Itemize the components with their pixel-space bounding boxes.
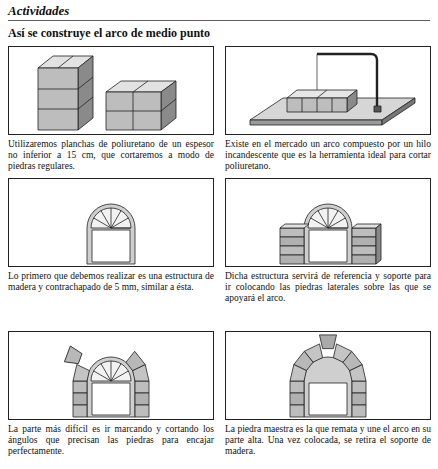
panel-caption: La piedra maestra es la que remata y une… — [225, 424, 431, 457]
keystone-illustration — [225, 331, 431, 420]
side-stones-illustration — [225, 178, 431, 267]
hot-wire-cutter-illustration — [225, 46, 431, 135]
illustration-panel: Utilizaremos planchas de poliuretano de … — [8, 46, 214, 172]
illustration-panel: Existe en el mercado un arco compuesto p… — [225, 46, 431, 172]
illustration-panel: Dicha estructura servirá de referencia y… — [225, 178, 431, 304]
panel-frame — [225, 46, 431, 135]
illustration-panel: La parte más difícil es ir marcando y co… — [8, 331, 214, 457]
foam-blocks-illustration — [8, 46, 214, 135]
panel-caption: Utilizaremos planchas de poliuretano de … — [8, 139, 214, 172]
panel-frame — [225, 178, 431, 267]
illustration-panel: La piedra maestra es la que remata y une… — [225, 331, 431, 457]
panel-caption: La parte más difícil es ir marcando y co… — [8, 424, 214, 457]
panel-frame — [8, 46, 214, 135]
page-title: Actividades — [8, 3, 69, 19]
panel-frame — [225, 331, 431, 420]
wooden-centering-illustration — [8, 178, 214, 267]
panel-frame — [8, 178, 214, 267]
illustration-panel: Lo primero que debemos realizar es una e… — [8, 178, 214, 293]
panel-frame — [8, 331, 214, 420]
voussoirs-placing-illustration — [8, 331, 214, 420]
section-heading: Así se construye el arco de medio punto — [8, 26, 210, 41]
panel-caption: Lo primero que debemos realizar es una e… — [8, 271, 214, 293]
panel-caption: Existe en el mercado un arco compuesto p… — [225, 139, 431, 172]
panel-caption: Dicha estructura servirá de referencia y… — [225, 271, 431, 304]
